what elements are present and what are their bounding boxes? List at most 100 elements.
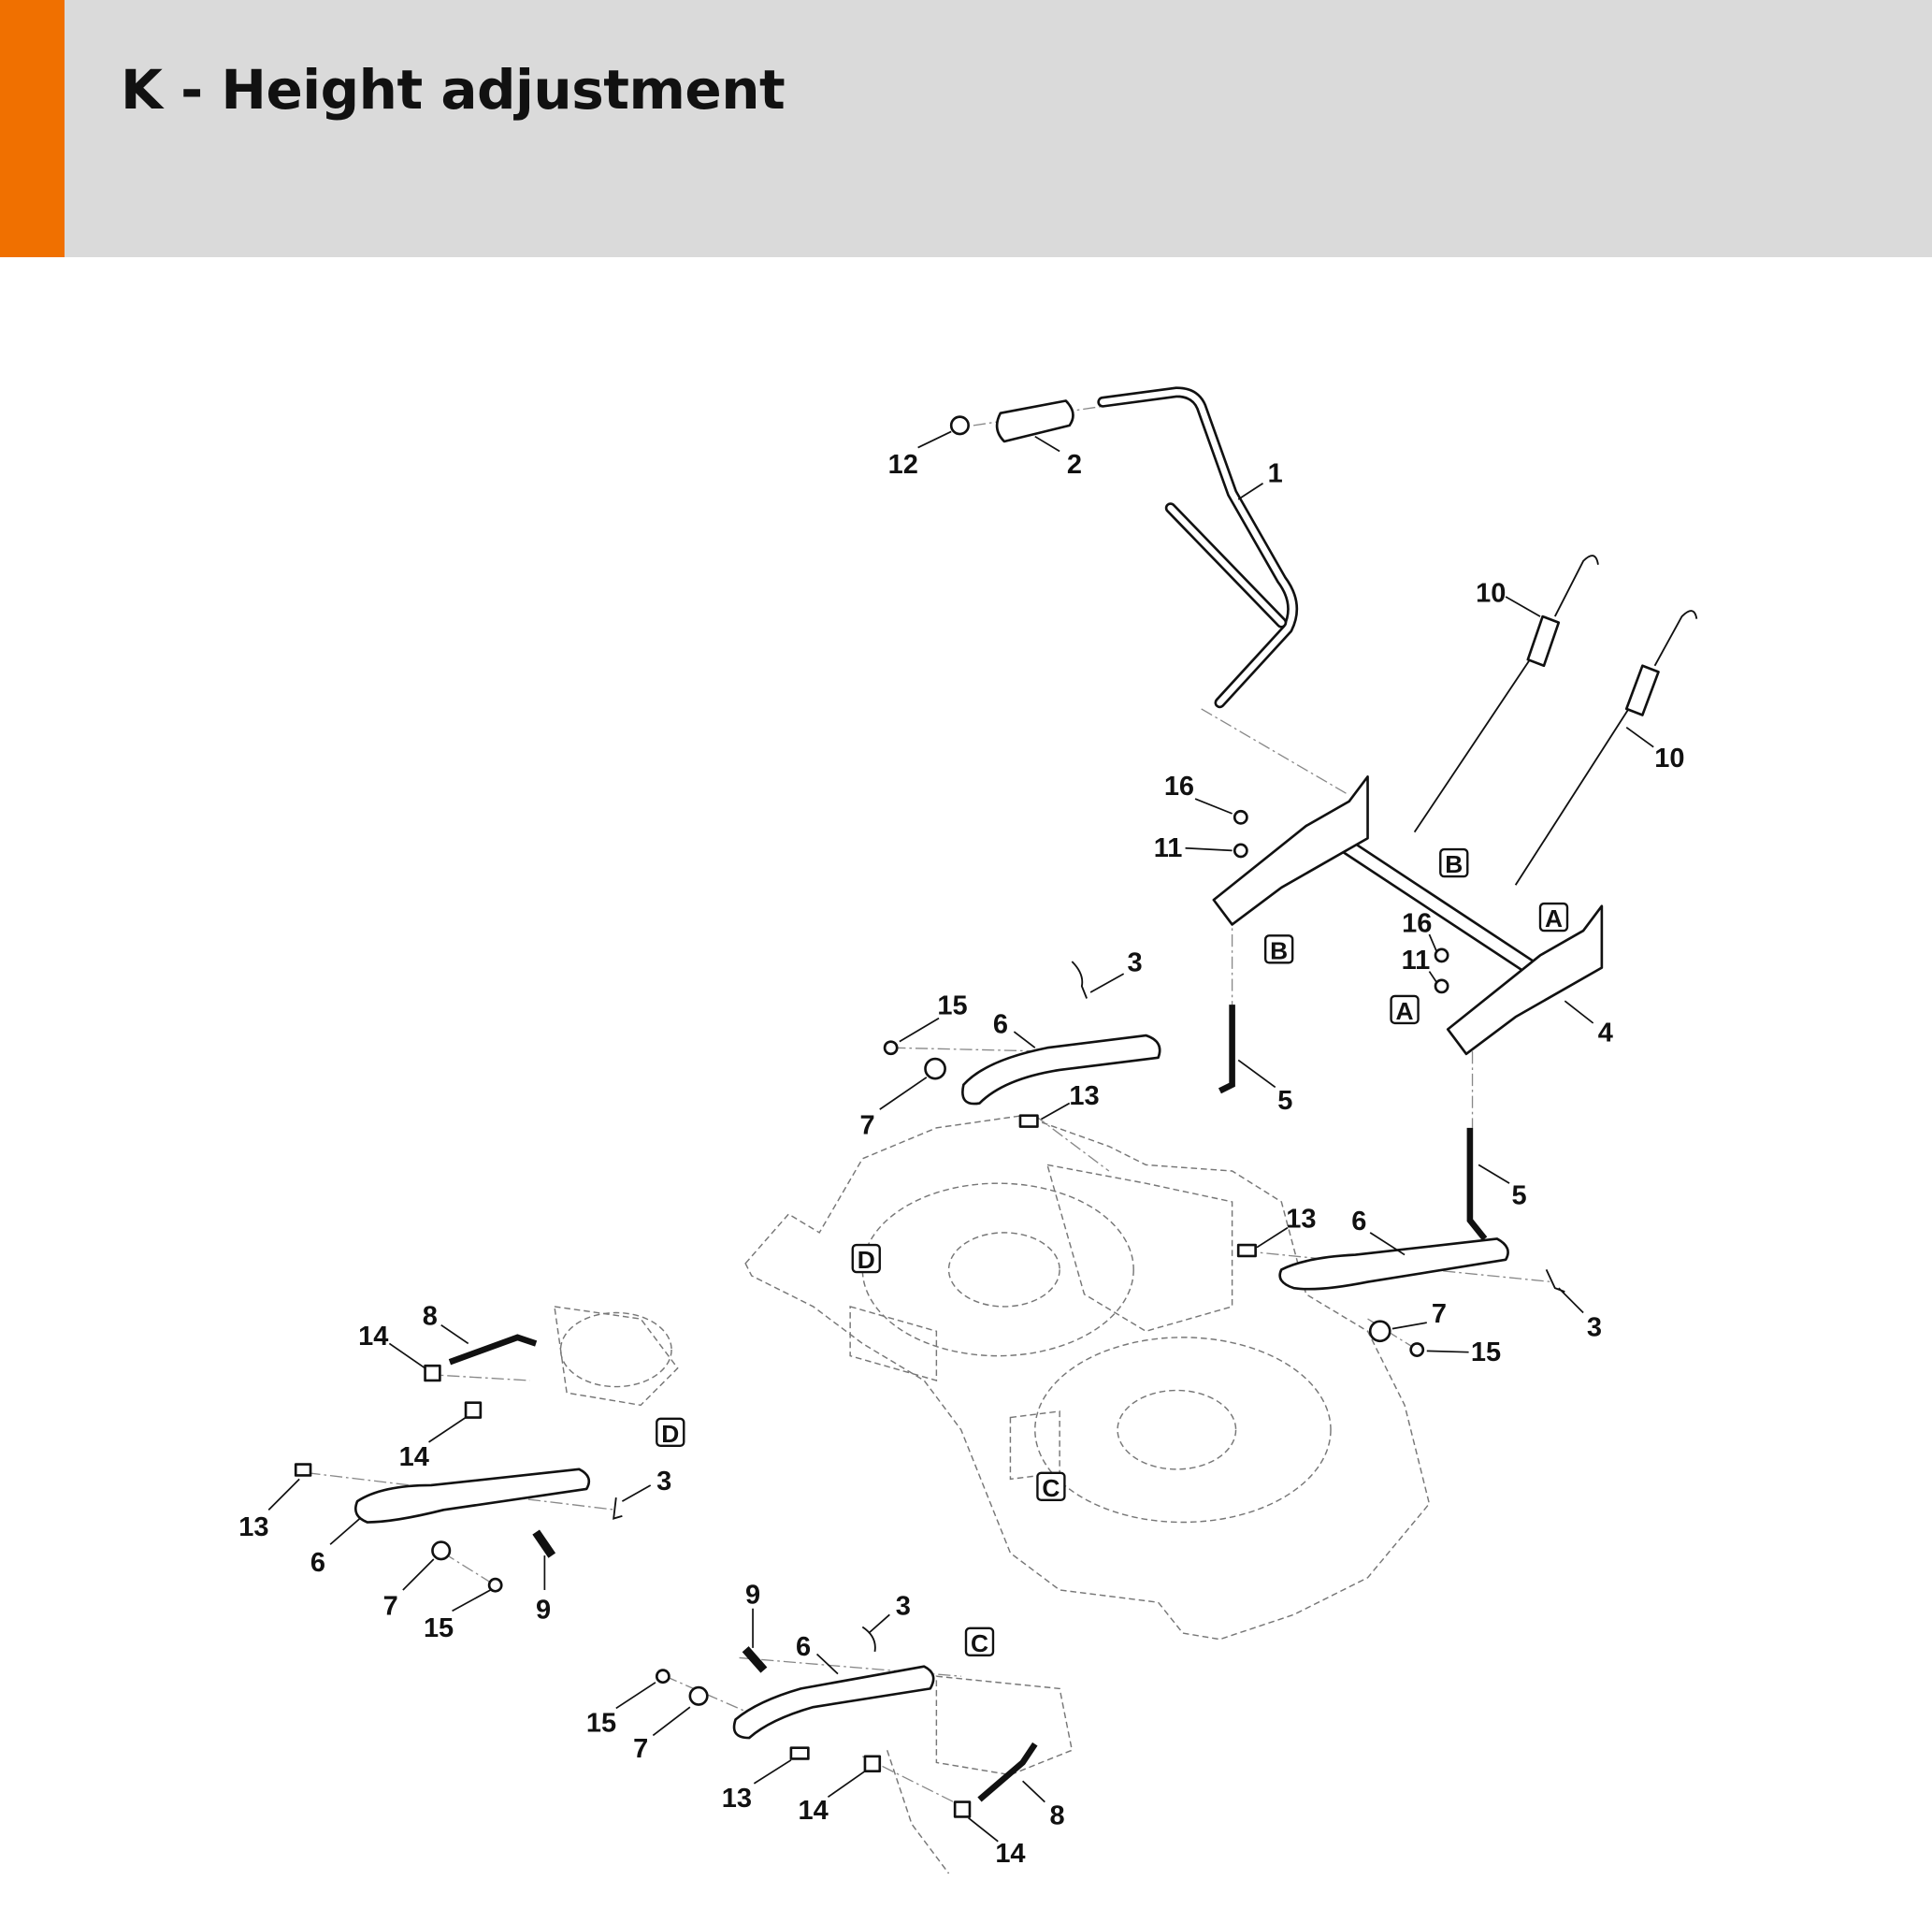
callout-14: 14 — [358, 1322, 388, 1352]
ref-mark-b: B — [1270, 936, 1288, 964]
ref-mark-box — [964, 1627, 995, 1656]
leader-line — [1428, 933, 1438, 952]
leader-line — [1625, 726, 1654, 748]
part-lift-bracket — [1212, 775, 1604, 1056]
header-accent-bar — [0, 0, 65, 257]
assembly-lines — [308, 403, 1553, 1807]
ref-mark-box — [1036, 1471, 1066, 1501]
leader-line — [1237, 483, 1264, 500]
callout-13: 13 — [722, 1784, 752, 1814]
leader-line — [827, 1770, 866, 1799]
ref-mark-b: B — [1445, 850, 1463, 878]
callout-10: 10 — [1654, 744, 1684, 774]
leader-line — [267, 1478, 300, 1511]
callout-9: 9 — [536, 1595, 551, 1625]
callout-7: 7 — [383, 1591, 398, 1621]
leader-line — [1040, 1102, 1071, 1121]
ref-mark-box — [1439, 847, 1469, 878]
callout-13: 13 — [1069, 1081, 1099, 1111]
leader-line — [1564, 1000, 1594, 1024]
callout-6: 6 — [310, 1548, 325, 1578]
leader-line — [879, 1077, 928, 1110]
ref-mark-a: A — [1396, 997, 1414, 1025]
leader-line — [1256, 1226, 1289, 1249]
mower-deck-outline — [554, 1114, 1431, 1874]
part-hardware — [294, 809, 1565, 1818]
leader-line — [1478, 1164, 1510, 1184]
callout-5: 5 — [1277, 1086, 1292, 1116]
part-rods — [1218, 1005, 1488, 1241]
callout-15: 15 — [586, 1709, 616, 1739]
callout-3: 3 — [1587, 1313, 1602, 1343]
callout-8: 8 — [1049, 1800, 1064, 1830]
part-springs — [1413, 555, 1698, 886]
callout-5: 5 — [1512, 1181, 1527, 1211]
ref-mark-c: C — [1042, 1474, 1060, 1502]
callout-15: 15 — [424, 1613, 454, 1643]
leader-line — [652, 1706, 691, 1737]
reference-marks: B A B A D D C C — [656, 847, 1569, 1657]
part-grip — [949, 399, 1074, 443]
leader-line — [1391, 1322, 1427, 1330]
callout-16: 16 — [1164, 772, 1194, 802]
callout-3: 3 — [896, 1591, 911, 1621]
callout-11: 11 — [1154, 833, 1183, 863]
leader-line — [1426, 1350, 1469, 1353]
callout-11: 11 — [1402, 946, 1431, 976]
callout-16: 16 — [1402, 908, 1432, 938]
callout-2: 2 — [1067, 450, 1082, 480]
page-title: K - Height adjustment — [121, 58, 786, 122]
callout-9: 9 — [745, 1580, 760, 1610]
callout-15: 15 — [937, 991, 967, 1021]
leader-line — [753, 1759, 792, 1785]
leader-line — [1505, 596, 1541, 617]
leader-line — [899, 1017, 940, 1043]
part-handle — [1097, 386, 1299, 709]
callout-13: 13 — [238, 1512, 268, 1542]
callout-3: 3 — [1127, 948, 1142, 978]
callout-8: 8 — [423, 1302, 438, 1332]
ref-mark-c: C — [971, 1629, 988, 1657]
leader-line — [428, 1416, 467, 1443]
callout-6: 6 — [796, 1632, 811, 1662]
leader-line — [815, 1653, 839, 1675]
leader-line — [452, 1589, 491, 1612]
leader-line — [1237, 1059, 1276, 1089]
ref-mark-box — [1263, 934, 1294, 964]
part-links — [353, 1034, 1509, 1740]
ref-mark-box — [851, 1243, 881, 1274]
callout-7: 7 — [860, 1110, 875, 1140]
ref-mark-box — [656, 1417, 685, 1448]
leader-line — [1185, 846, 1233, 852]
ref-mark-d: D — [661, 1420, 679, 1448]
callout-leaders — [267, 430, 1654, 1843]
leader-line — [621, 1484, 652, 1502]
leader-line — [329, 1517, 361, 1545]
callout-6: 6 — [1351, 1207, 1366, 1236]
ref-mark-a: A — [1545, 904, 1563, 933]
callout-1: 1 — [1268, 458, 1283, 488]
callout-15: 15 — [1471, 1337, 1501, 1367]
leader-line — [1022, 1780, 1045, 1803]
leader-line — [1194, 798, 1233, 815]
ref-mark-d: D — [858, 1246, 875, 1274]
header-band — [0, 0, 1932, 257]
ref-mark-box — [1538, 902, 1569, 933]
leader-line — [440, 1323, 469, 1345]
leader-line — [1428, 971, 1438, 983]
leader-line — [615, 1682, 656, 1710]
callout-14: 14 — [799, 1796, 829, 1826]
leader-line — [1034, 435, 1060, 453]
leader-line — [1013, 1031, 1036, 1048]
callout-13: 13 — [1286, 1205, 1316, 1235]
callout-7: 7 — [633, 1734, 648, 1764]
leader-line — [917, 430, 952, 449]
leader-line — [968, 1817, 999, 1843]
leader-line — [402, 1558, 435, 1591]
leader-line — [388, 1342, 426, 1369]
callout-10: 10 — [1476, 578, 1506, 608]
leader-line — [868, 1613, 890, 1634]
leader-line — [1089, 973, 1125, 993]
